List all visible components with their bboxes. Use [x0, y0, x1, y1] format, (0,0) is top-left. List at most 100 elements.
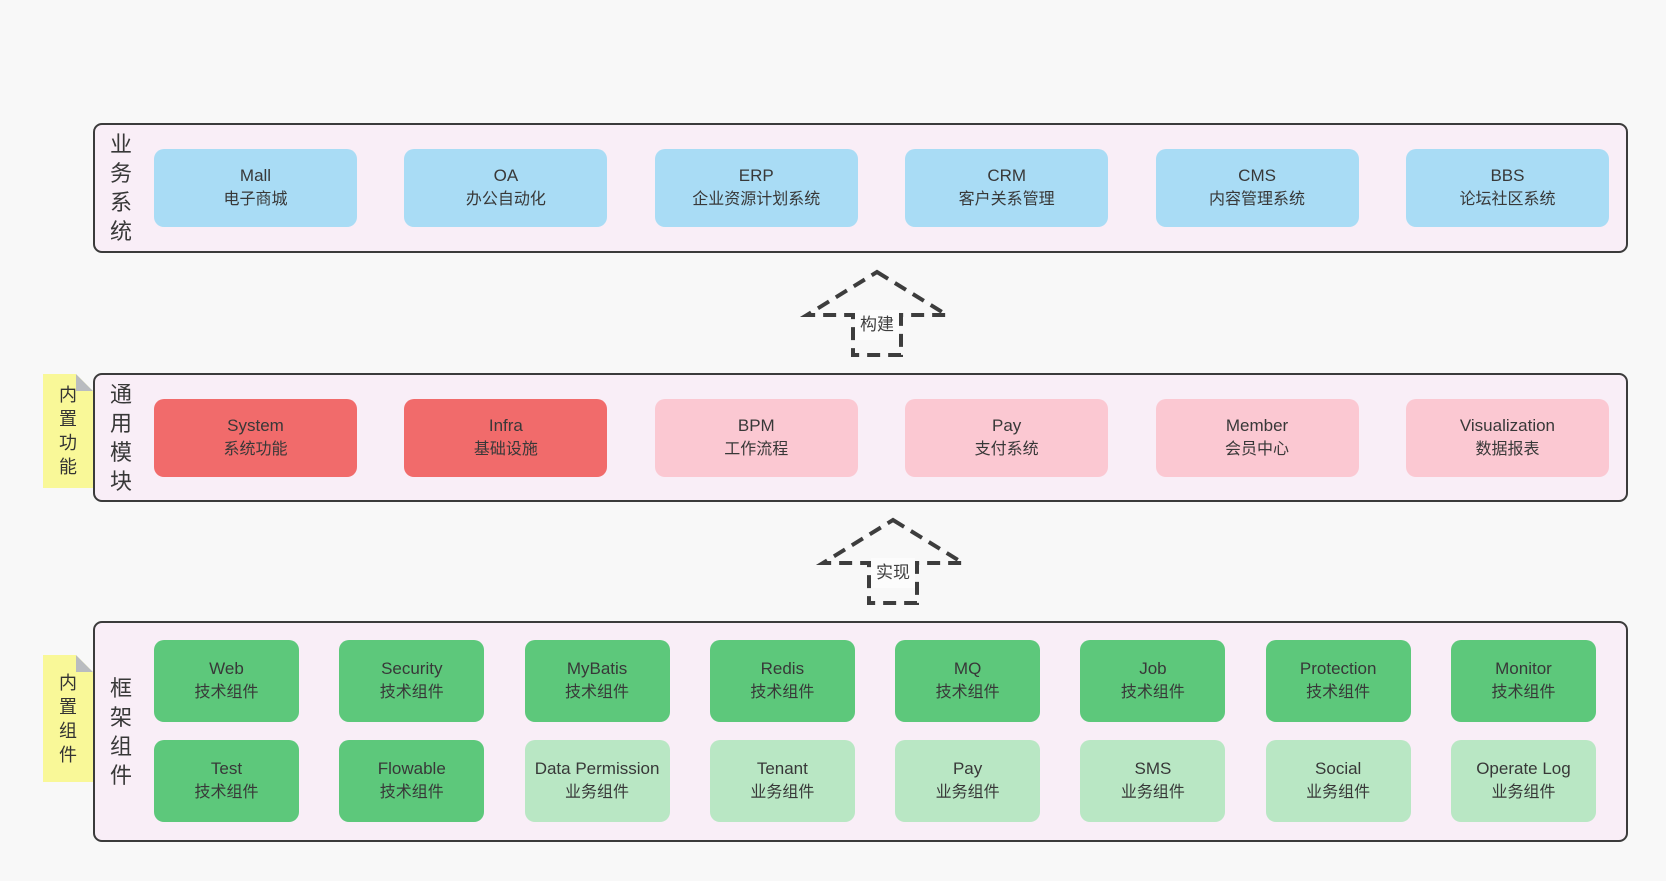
panel-business-systems: 业务系统 Mall 电子商城 OA 办公自动化 ERP 企业资源计划系统 CRM… — [93, 123, 1628, 253]
box-name: Pay — [952, 759, 983, 778]
box-security: Security 技术组件 — [339, 640, 485, 722]
box-crm: CRM 客户关系管理 — [905, 149, 1109, 227]
box-name: Tenant — [756, 759, 808, 778]
box-mybatis: MyBatis 技术组件 — [524, 640, 670, 722]
box-mall: Mall 电子商城 — [154, 149, 357, 227]
box-cms: CMS 内容管理系统 — [1155, 149, 1359, 227]
box-desc: 工作流程 — [724, 440, 789, 458]
box-web: Web 技术组件 — [154, 640, 299, 722]
box-name: Flowable — [377, 759, 446, 778]
box-oa: OA 办公自动化 — [404, 149, 608, 227]
sticky-note-text: 内置组件 — [59, 672, 77, 765]
folded-corner-icon — [76, 655, 93, 672]
common-box-row: System 系统功能 Infra 基础设施 BPM 工作流程 Pay 支付系统… — [95, 375, 1626, 500]
box-name: BBS — [1490, 166, 1525, 185]
sticky-note-builtin-components: 内置组件 — [43, 655, 93, 782]
box-desc: 业务组件 — [565, 784, 630, 801]
box-name: Job — [1139, 659, 1167, 678]
box-desc: 技术组件 — [750, 684, 815, 701]
folded-corner-icon — [76, 374, 93, 391]
box-desc: 技术组件 — [194, 784, 259, 801]
arrow-build: 构建 — [799, 269, 955, 357]
box-name: Mall — [239, 166, 272, 185]
box-test: Test 技术组件 — [154, 740, 299, 822]
box-sms: SMS 业务组件 — [1080, 740, 1226, 822]
panel-label-business-systems: 业务系统 — [109, 132, 132, 244]
box-desc: 基础设施 — [473, 440, 538, 458]
box-bpm: BPM 工作流程 — [654, 398, 858, 477]
box-infra: Infra 基础设施 — [404, 398, 608, 477]
arrow-build-label: 构建 — [855, 310, 899, 340]
panel-common-modules: 通用模块 System 系统功能 Infra 基础设施 BPM 工作流程 Pay… — [93, 373, 1628, 502]
box-desc: 论坛社区系统 — [1459, 191, 1556, 208]
box-name: MyBatis — [566, 659, 628, 678]
business-box-row: Mall 电子商城 OA 办公自动化 ERP 企业资源计划系统 CRM 客户关系… — [95, 125, 1626, 251]
box-protection: Protection 技术组件 — [1265, 640, 1411, 722]
box-desc: 办公自动化 — [465, 191, 546, 208]
box-desc: 数据报表 — [1475, 440, 1540, 458]
framework-box-rows: Web 技术组件 Security 技术组件 MyBatis 技术组件 Redi… — [95, 623, 1626, 840]
box-name: System — [227, 415, 284, 435]
box-operate-log: Operate Log 业务组件 — [1450, 740, 1596, 822]
box-pay-module: Pay 支付系统 — [905, 398, 1109, 477]
box-desc: 技术组件 — [1491, 684, 1556, 701]
box-job: Job 技术组件 — [1080, 640, 1226, 722]
up-arrow-icon — [815, 517, 971, 605]
framework-row-2: Test 技术组件 Flowable 技术组件 Data Permission … — [154, 740, 1596, 822]
box-name: Pay — [992, 415, 1022, 435]
sticky-note-text: 内置功能 — [59, 385, 77, 477]
box-data-permission: Data Permission 业务组件 — [524, 740, 670, 822]
box-name: Web — [209, 659, 244, 678]
box-desc: 技术组件 — [1120, 684, 1185, 701]
box-mq: MQ 技术组件 — [895, 640, 1041, 722]
box-name: Data Permission — [534, 759, 660, 778]
box-desc: 企业资源计划系统 — [692, 191, 821, 208]
box-name: Operate Log — [1476, 759, 1571, 778]
box-name: ERP — [738, 166, 774, 185]
box-desc: 电子商城 — [223, 191, 288, 208]
box-name: CMS — [1238, 166, 1276, 185]
box-name: Monitor — [1495, 659, 1552, 678]
box-desc: 业务组件 — [1120, 784, 1185, 801]
arrow-implement: 实现 — [815, 517, 971, 605]
box-flowable: Flowable 技术组件 — [339, 740, 485, 822]
box-tenant: Tenant 业务组件 — [709, 740, 855, 822]
box-bbs: BBS 论坛社区系统 — [1405, 149, 1609, 227]
box-name: Protection — [1299, 659, 1377, 678]
box-desc: 技术组件 — [379, 684, 444, 701]
box-desc: 业务组件 — [1491, 784, 1556, 801]
box-system: System 系统功能 — [154, 398, 357, 477]
box-name: MQ — [953, 659, 982, 678]
box-desc: 技术组件 — [1306, 684, 1371, 701]
box-pay-component: Pay 业务组件 — [895, 740, 1041, 822]
box-desc: 支付系统 — [974, 440, 1039, 458]
box-name: Security — [381, 659, 443, 678]
box-desc: 系统功能 — [223, 440, 288, 458]
box-name: Visualization — [1459, 415, 1556, 435]
box-member: Member 会员中心 — [1155, 398, 1359, 477]
box-desc: 业务组件 — [750, 784, 815, 801]
box-visualization: Visualization 数据报表 — [1405, 398, 1609, 477]
framework-row-1: Web 技术组件 Security 技术组件 MyBatis 技术组件 Redi… — [154, 640, 1596, 722]
panel-label-framework-components: 框架组件 — [109, 675, 132, 788]
box-desc: 技术组件 — [194, 684, 259, 701]
box-desc: 技术组件 — [565, 684, 630, 701]
box-desc: 业务组件 — [935, 784, 1000, 801]
box-name: Social — [1315, 759, 1362, 778]
box-desc: 内容管理系统 — [1209, 191, 1306, 208]
box-desc: 技术组件 — [935, 684, 1000, 701]
box-monitor: Monitor 技术组件 — [1450, 640, 1596, 722]
box-social: Social 业务组件 — [1265, 740, 1411, 822]
box-desc: 业务组件 — [1306, 784, 1371, 801]
box-desc: 客户关系管理 — [958, 191, 1055, 208]
box-name: Redis — [760, 659, 805, 678]
box-name: OA — [493, 166, 519, 185]
box-name: CRM — [987, 166, 1027, 185]
box-name: SMS — [1134, 759, 1172, 778]
sticky-note-builtin-features: 内置功能 — [43, 374, 93, 488]
box-name: Member — [1225, 415, 1289, 435]
box-name: BPM — [737, 415, 775, 435]
box-name: Infra — [488, 415, 523, 435]
arrow-implement-label: 实现 — [871, 558, 915, 588]
